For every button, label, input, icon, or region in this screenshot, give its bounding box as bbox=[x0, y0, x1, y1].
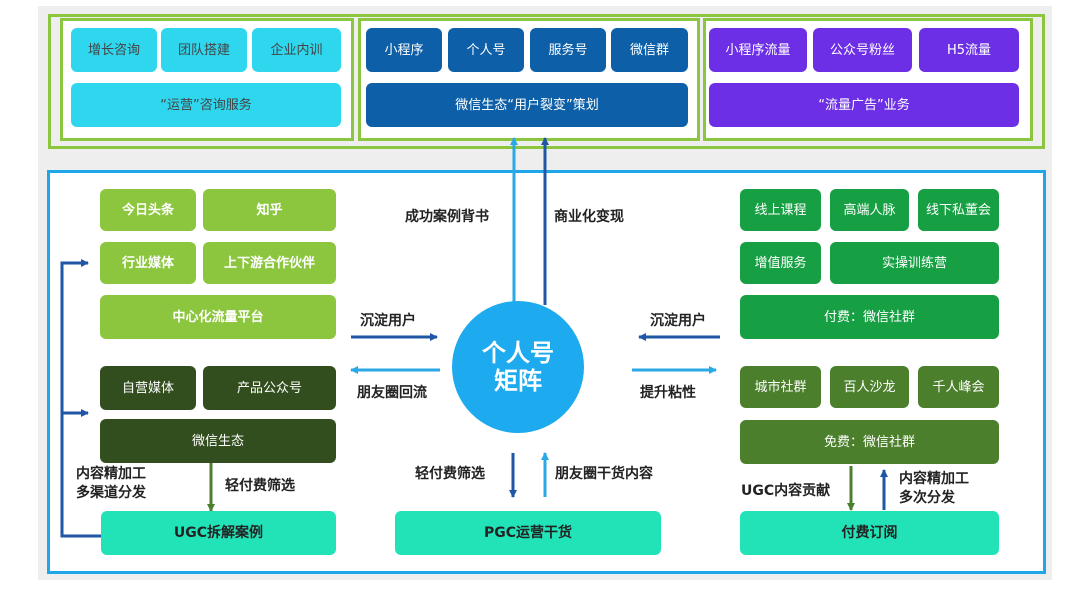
personal-account-box: 个人号 bbox=[448, 28, 524, 72]
label-content-left-1: 内容精加工 bbox=[76, 466, 146, 482]
industry-media-box: 行业媒体 bbox=[100, 242, 196, 284]
mini-program-traffic-box: 小程序流量 bbox=[709, 28, 807, 72]
paid-community-box: 付费：微信社群 bbox=[740, 295, 999, 339]
label-moments-back: 朋友圈回流 bbox=[357, 385, 427, 401]
free-community-box: 免费：微信社群 bbox=[740, 420, 999, 464]
label-settle-right: 沉淀用户 bbox=[650, 313, 706, 329]
arrow-left-loop bbox=[60, 259, 101, 538]
official-account-fans-box: 公众号粉丝 bbox=[813, 28, 912, 72]
label-light-pay-left: 轻付费筛选 bbox=[225, 478, 295, 494]
label-content-right-2: 多次分发 bbox=[899, 490, 955, 506]
label-stickiness: 提升粘性 bbox=[640, 385, 696, 401]
mini-program-box: 小程序 bbox=[366, 28, 442, 72]
paid-subscription-box: 付费订阅 bbox=[740, 511, 999, 555]
own-media-box: 自营媒体 bbox=[100, 366, 196, 410]
h5-traffic-box: H5流量 bbox=[919, 28, 1019, 72]
high-end-network-box: 高端人脉 bbox=[830, 189, 909, 231]
online-course-box: 线上课程 bbox=[740, 189, 821, 231]
label-content-left-2: 多渠道分发 bbox=[76, 485, 146, 501]
centralized-platform-box: 中心化流量平台 bbox=[100, 295, 336, 339]
user-fission-box: 微信生态“用户裂变”策划 bbox=[366, 83, 688, 127]
wechat-ecosystem-box: 微信生态 bbox=[100, 419, 336, 463]
personal-account-matrix-hub: 个人号 矩阵 bbox=[452, 301, 584, 433]
wechat-group-box: 微信群 bbox=[611, 28, 688, 72]
offline-board-box: 线下私董会 bbox=[918, 189, 999, 231]
hub-line-1: 个人号 bbox=[482, 339, 554, 367]
city-community-box: 城市社群 bbox=[740, 366, 821, 408]
ugc-case-box: UGC拆解案例 bbox=[101, 511, 336, 555]
label-ugc-contrib: UGC内容贡献 bbox=[741, 483, 831, 499]
service-account-box: 服务号 bbox=[530, 28, 606, 72]
pgc-box: PGC运营干货 bbox=[395, 511, 661, 555]
toutiao-box: 今日头条 bbox=[100, 189, 196, 231]
product-official-account-box: 产品公众号 bbox=[203, 366, 336, 410]
zhihu-box: 知乎 bbox=[203, 189, 336, 231]
label-case-endorse: 成功案例背书 bbox=[405, 209, 489, 225]
hub-line-2: 矩阵 bbox=[494, 367, 542, 395]
training-camp-box: 实操训练营 bbox=[830, 242, 999, 284]
label-settle-left: 沉淀用户 bbox=[360, 313, 416, 329]
traffic-ads-box: “流量广告”业务 bbox=[709, 83, 1019, 127]
partners-box: 上下游合作伙伴 bbox=[203, 242, 336, 284]
operations-consult-box: “运营”咨询服务 bbox=[71, 83, 341, 127]
value-added-box: 增值服务 bbox=[740, 242, 821, 284]
corporate-training-box: 企业内训 bbox=[252, 28, 341, 72]
label-monetize: 商业化变现 bbox=[554, 209, 624, 225]
summit-box: 千人峰会 bbox=[918, 366, 999, 408]
label-moments-dry: 朋友圈干货内容 bbox=[555, 466, 653, 482]
team-building-box: 团队搭建 bbox=[161, 28, 247, 72]
growth-consult-box: 增长咨询 bbox=[71, 28, 157, 72]
label-content-right-1: 内容精加工 bbox=[899, 471, 969, 487]
salon-box: 百人沙龙 bbox=[830, 366, 909, 408]
label-light-pay-center: 轻付费筛选 bbox=[415, 466, 485, 482]
